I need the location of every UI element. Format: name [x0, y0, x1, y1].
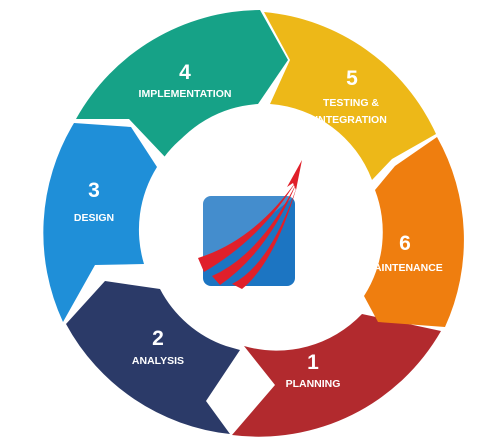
segment-analysis-shape — [66, 281, 240, 434]
segment-analysis-label: ANALYSIS — [132, 355, 184, 367]
segment-analysis-number: 2 — [152, 327, 164, 350]
paper-plane-swoosh-logo-icon — [198, 180, 297, 272]
paper-plane-icon — [287, 160, 302, 190]
segment-design-shape — [43, 123, 157, 322]
segment-implementation: 4 IMPLEMENTATION — [76, 10, 288, 158]
segment-design-number: 3 — [88, 179, 100, 202]
segment-design-label: DESIGN — [74, 212, 114, 224]
segment-design: 3 DESIGN — [43, 123, 157, 322]
segment-testing-integration-label-line-2: INTEGRATION — [315, 114, 387, 126]
segment-planning: 1 PLANNING — [232, 314, 441, 437]
paper-plane-swoosh-stripe-2 — [212, 182, 297, 285]
segment-testing-integration-label-line-1: TESTING & — [323, 97, 379, 109]
logo-tile — [203, 196, 295, 286]
segment-planning-number: 1 — [307, 351, 319, 374]
segment-planning-shape — [232, 314, 441, 437]
segment-testing-integration-shape — [264, 12, 436, 180]
segment-implementation-number: 4 — [179, 61, 191, 84]
segment-maintenance-shape — [364, 137, 464, 327]
segment-testing-integration-number: 5 — [346, 67, 358, 90]
segment-maintenance-number: 6 — [399, 232, 411, 255]
segment-implementation-label: IMPLEMENTATION — [139, 88, 232, 100]
segment-maintenance: 6 MAINTENANCE — [364, 137, 464, 327]
segment-implementation-shape — [76, 10, 288, 158]
segment-analysis: 2 ANALYSIS — [66, 281, 240, 434]
segment-testing-integration: 5 TESTING & INTEGRATION — [264, 12, 436, 180]
center-logo — [198, 160, 302, 289]
segment-planning-label: PLANNING — [286, 378, 341, 390]
segment-maintenance-label: MAINTENANCE — [365, 262, 443, 274]
